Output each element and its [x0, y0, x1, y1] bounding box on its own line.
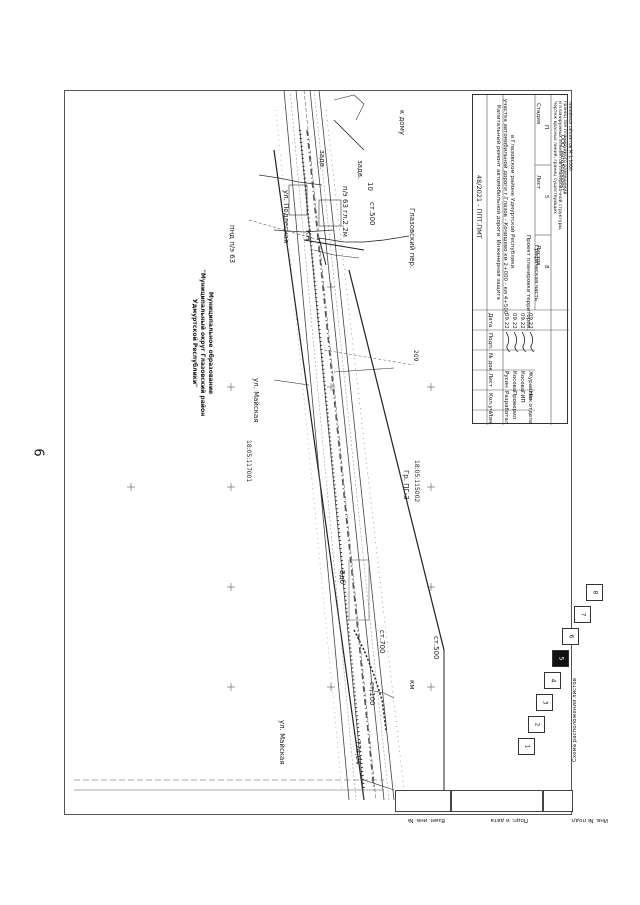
- map-drawing: [74, 90, 445, 801]
- margin-box-sign-date: [451, 790, 543, 812]
- scheme-sheet: 1: [518, 738, 535, 755]
- map-label-zadv-1: задв.: [356, 160, 364, 180]
- drawing-sheet: Муниципальное образование "Муниципальный…: [64, 90, 603, 815]
- margin-box-replace-inv: [395, 790, 451, 812]
- scheme-sheet: 4: [544, 672, 561, 689]
- margin-label-sign-date: Подп. и дата: [490, 817, 528, 823]
- map-label-pipe: пнд п/э 63: [228, 225, 236, 264]
- map-label-kn: КН: [304, 230, 312, 241]
- scheme-sheet: 8: [586, 584, 603, 601]
- map-label-pipe-depth: п/э 63 гл.2,2м: [341, 186, 349, 237]
- map-label-num-10: 10: [366, 182, 374, 191]
- map-label-st-500-b: ст.500: [432, 636, 440, 660]
- map-label-st-500-a: ст.500: [368, 202, 376, 226]
- map-label-to-house: к дому: [398, 110, 406, 135]
- map-label-glazovsky-per: Глазовский пер.: [408, 208, 416, 269]
- map-label-street-mayskaya-top: ул. Майская: [252, 378, 260, 423]
- scheme-title: Схема расположения листов: [572, 678, 578, 762]
- signature-marks: [505, 331, 535, 353]
- map-label-vdr: Вдб: [338, 570, 346, 584]
- municipality-caption: Муниципальное образование "Муниципальный…: [190, 238, 214, 448]
- scheme-sheet: 2: [528, 716, 545, 733]
- map-label-km: км: [408, 680, 416, 690]
- page-number: 6: [30, 448, 46, 457]
- sheet-border: [64, 90, 572, 815]
- margin-box-inv-orig: [543, 790, 573, 812]
- map-label-cadastral-1: 18:05:117001: [245, 440, 252, 483]
- scheme-sheet-active: 5: [552, 650, 569, 667]
- map-label-street-podlesnaya: ул. Подлесная: [282, 190, 290, 244]
- municipality-line: Удмуртской Республики": [191, 298, 198, 388]
- map-label-num-174: 174,04: [354, 740, 362, 765]
- scheme-sheet: 3: [536, 694, 553, 711]
- title-block: 48/2021 - ППТ.ПМТ Капитальный ремонт авт…: [472, 94, 572, 425]
- margin-label-inv-orig: Инв. № подл.: [570, 817, 608, 823]
- map-label-num-209: 209: [412, 350, 419, 362]
- map-label-gas-3: Гр. ПГ-3: [402, 470, 410, 500]
- map-label-st-700: ст.700: [378, 630, 386, 654]
- scheme-sheet: 6: [562, 628, 579, 645]
- map-label-zadv-2: задв.: [318, 150, 326, 170]
- scheme-sheet: 7: [574, 606, 591, 623]
- margin-label-replace-inv: Взам. инв. №: [407, 817, 445, 823]
- map-label-street-mayskaya-bottom: ул. Майская: [278, 720, 286, 765]
- municipality-line: "Муниципальный округ Глазовский район: [199, 269, 206, 417]
- title-block-grid: [473, 95, 569, 425]
- map-label-cadastral-2: 18:05:115002: [413, 460, 420, 503]
- municipality-line: Муниципальное образование: [207, 291, 214, 395]
- map-label-st-100: ст.100: [368, 682, 376, 706]
